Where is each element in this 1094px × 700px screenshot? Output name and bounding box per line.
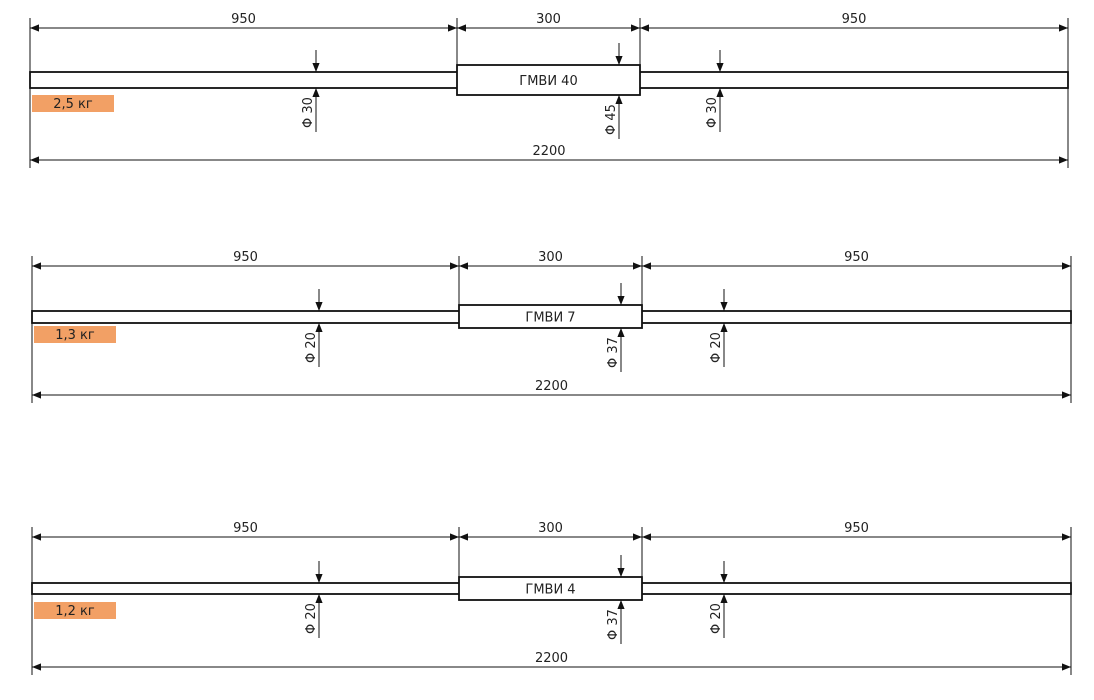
total-length-label: 2200: [535, 651, 568, 666]
left-length-label: 950: [233, 250, 258, 265]
instrument-box: [458, 576, 643, 601]
right-length-label: 950: [844, 521, 869, 536]
rod-diameter-left-label: Φ 30: [301, 97, 316, 128]
rod-diameter-right-label: Φ 30: [705, 97, 720, 128]
rod-diameter-left-label: Φ 20: [304, 603, 319, 634]
weight-label: 1,2 кг: [55, 604, 95, 619]
weight-label: 1,3 кг: [55, 328, 95, 343]
weight-badge: [34, 326, 116, 343]
rod-diameter-left-label: Φ 20: [304, 332, 319, 363]
weight-badge: [32, 95, 114, 112]
instrument-label: ГМВИ 7: [525, 311, 575, 326]
instrument-label: ГМВИ 4: [525, 583, 575, 598]
left-length-label: 950: [233, 521, 258, 536]
total-length-label: 2200: [532, 144, 565, 159]
total-length-label: 2200: [535, 379, 568, 394]
weight-badge: [34, 602, 116, 619]
middle-length-label: 300: [538, 250, 563, 265]
box-diameter-label: Φ 45: [604, 104, 619, 135]
rod-diameter-right-label: Φ 20: [709, 603, 724, 634]
right-length-label: 950: [844, 250, 869, 265]
middle-length-label: 300: [538, 521, 563, 536]
instrument-label: ГМВИ 40: [519, 74, 577, 89]
right-length-label: 950: [842, 12, 867, 27]
box-diameter-label: Φ 37: [606, 337, 621, 368]
weight-label: 2,5 кг: [53, 97, 93, 112]
box-diameter-label: Φ 37: [606, 609, 621, 640]
middle-length-label: 300: [536, 12, 561, 27]
instrument-box: [456, 64, 641, 96]
rod-diameter-right-label: Φ 20: [709, 332, 724, 363]
left-length-label: 950: [231, 12, 256, 27]
instrument-box: [458, 304, 643, 329]
